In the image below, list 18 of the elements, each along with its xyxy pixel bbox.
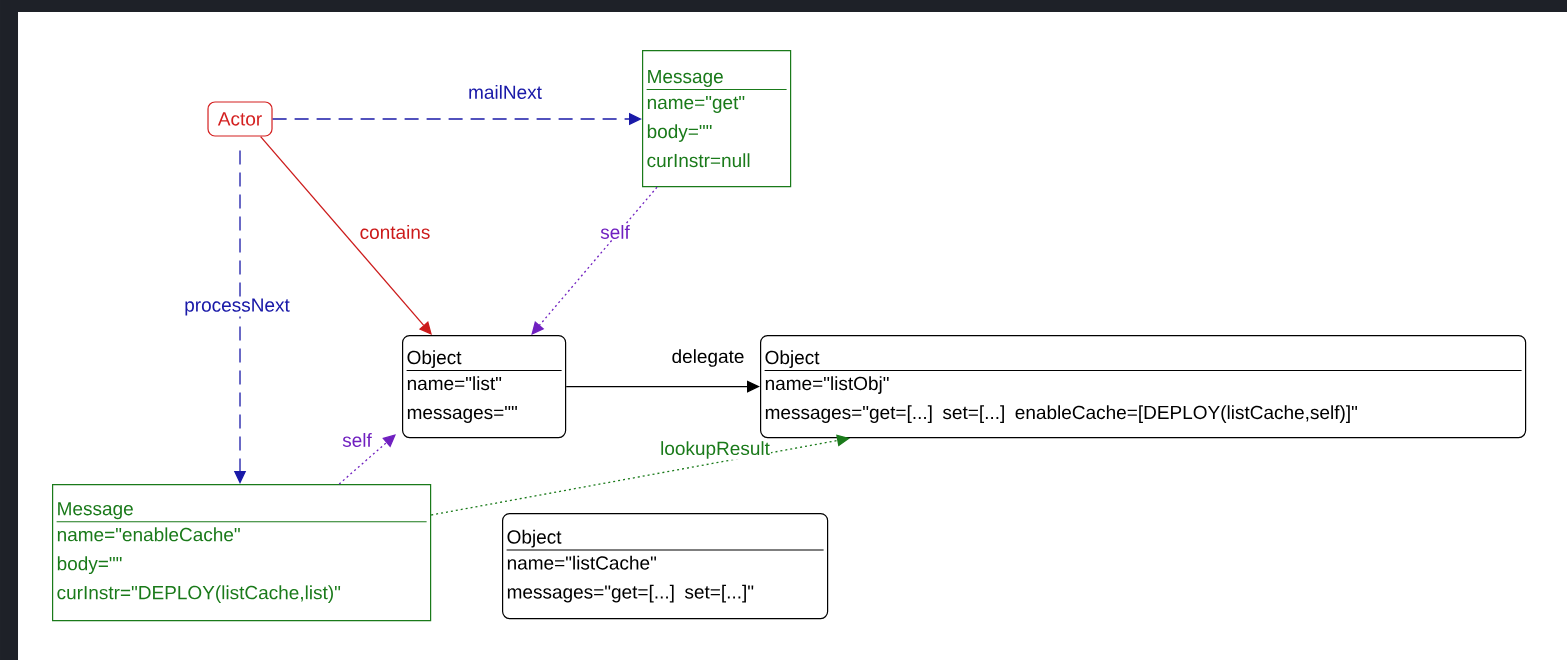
edge-label: contains xyxy=(358,224,432,240)
arrow xyxy=(430,434,850,516)
arrow xyxy=(259,135,432,335)
message-box: Message name="get" body="" curInstr=null xyxy=(642,50,792,188)
message-box: Message name="enableCache" body="" curInstr="DEPLOY(listCache,list)" xyxy=(52,484,432,622)
object-box: Object name="listObj" messages="get=[...] set=[...] enableCache=[DEPLOY(listCache,self)]" xyxy=(760,335,1527,439)
actor-box: Actor xyxy=(207,101,273,137)
object-box: Object name="list" messages="" xyxy=(402,335,567,439)
edge-label: processNext xyxy=(183,297,291,317)
arrow xyxy=(531,186,658,335)
edge-label: self xyxy=(599,224,631,240)
edge-label: lookupResult xyxy=(659,440,771,460)
arrow xyxy=(565,380,760,393)
edge-label: delegate xyxy=(670,348,746,368)
edge-label: mailNext xyxy=(467,84,543,100)
object-box: Object name="listCache" messages="get=[...] set=[...]" xyxy=(502,513,829,620)
arrow xyxy=(338,434,396,485)
edge-label: self xyxy=(341,432,373,448)
